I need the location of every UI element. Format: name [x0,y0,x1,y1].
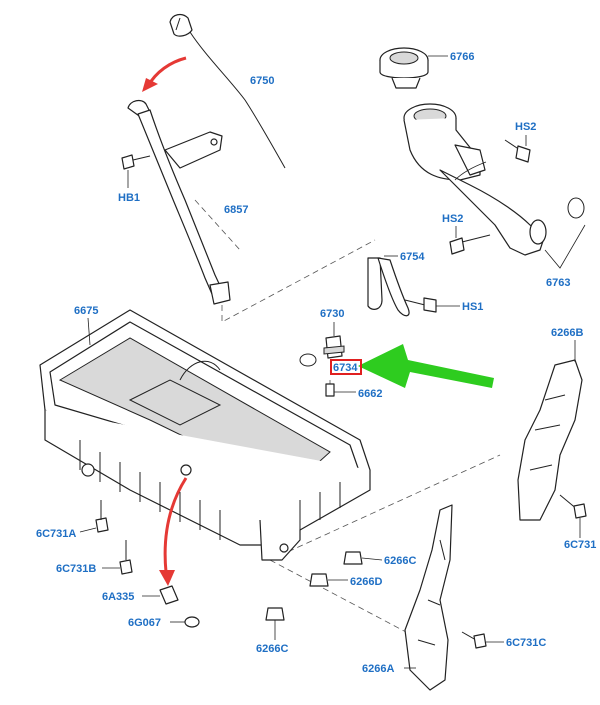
bolt-6c731a [79,500,109,533]
drain-plug-washer [170,616,200,628]
oil-filler-cap [379,47,448,89]
bolt-hs1 [404,297,460,313]
bolt-6c731b [102,540,133,575]
label-hs2-mid: HS2 [442,213,463,225]
dipstick-tube [127,99,231,305]
label-6266a: 6266A [362,663,394,675]
part-labels: 6750 6766 HS2 HB1 6857 HS2 6754 6763 HS1… [36,51,596,675]
red-arrow-dipstick [142,56,187,92]
label-6c731b: 6C731B [56,563,96,575]
highlight-box-6734 [330,359,362,375]
drain-plug [142,585,179,605]
oil-pan [39,309,371,561]
label-6750: 6750 [250,75,274,87]
bolt-6c731-right [559,494,587,538]
label-6266b: 6266B [551,327,583,339]
label-6a335: 6A335 [102,591,134,603]
label-6c731-right: 6C731 [564,539,596,551]
label-6c731c: 6C731C [506,637,546,649]
o-ring [544,197,586,269]
stiffener-6266b [517,340,583,521]
label-6662: 6662 [358,388,382,400]
label-6g067: 6G067 [128,617,161,629]
o-ring-6734 [299,353,317,367]
bolt-hs2-top [504,135,531,163]
label-hb1: HB1 [118,192,140,204]
oil-level-sensor [323,322,345,359]
label-6763: 6763 [546,277,570,289]
label-6734: 6734 [333,362,358,374]
label-6266c-lower: 6266C [256,643,288,655]
bolt-6c731c [461,631,504,649]
nut-6266d [309,573,348,587]
label-6766: 6766 [450,51,474,63]
green-pointer-arrow [358,344,494,388]
label-hs1: HS1 [462,301,483,313]
bolt-hb1 [121,154,151,188]
bracket [367,255,410,317]
label-6857: 6857 [224,204,248,216]
label-6754: 6754 [400,251,425,263]
label-6266d: 6266D [350,576,382,588]
label-6675: 6675 [74,305,98,317]
nut-6266c-lower [265,607,285,640]
label-6730: 6730 [320,308,344,320]
bolt-hs2-mid [449,226,491,255]
label-6c731a: 6C731A [36,528,76,540]
nut-6266c-upper [343,551,383,565]
label-hs2-top: HS2 [515,121,536,133]
oil-dipstick [169,13,286,169]
label-6266c-upper: 6266C [384,555,416,567]
stiffener-6266a [404,504,453,691]
oil-filler-tube [403,103,547,256]
red-arrow-drain [159,477,188,586]
dowel-pin [325,383,356,397]
